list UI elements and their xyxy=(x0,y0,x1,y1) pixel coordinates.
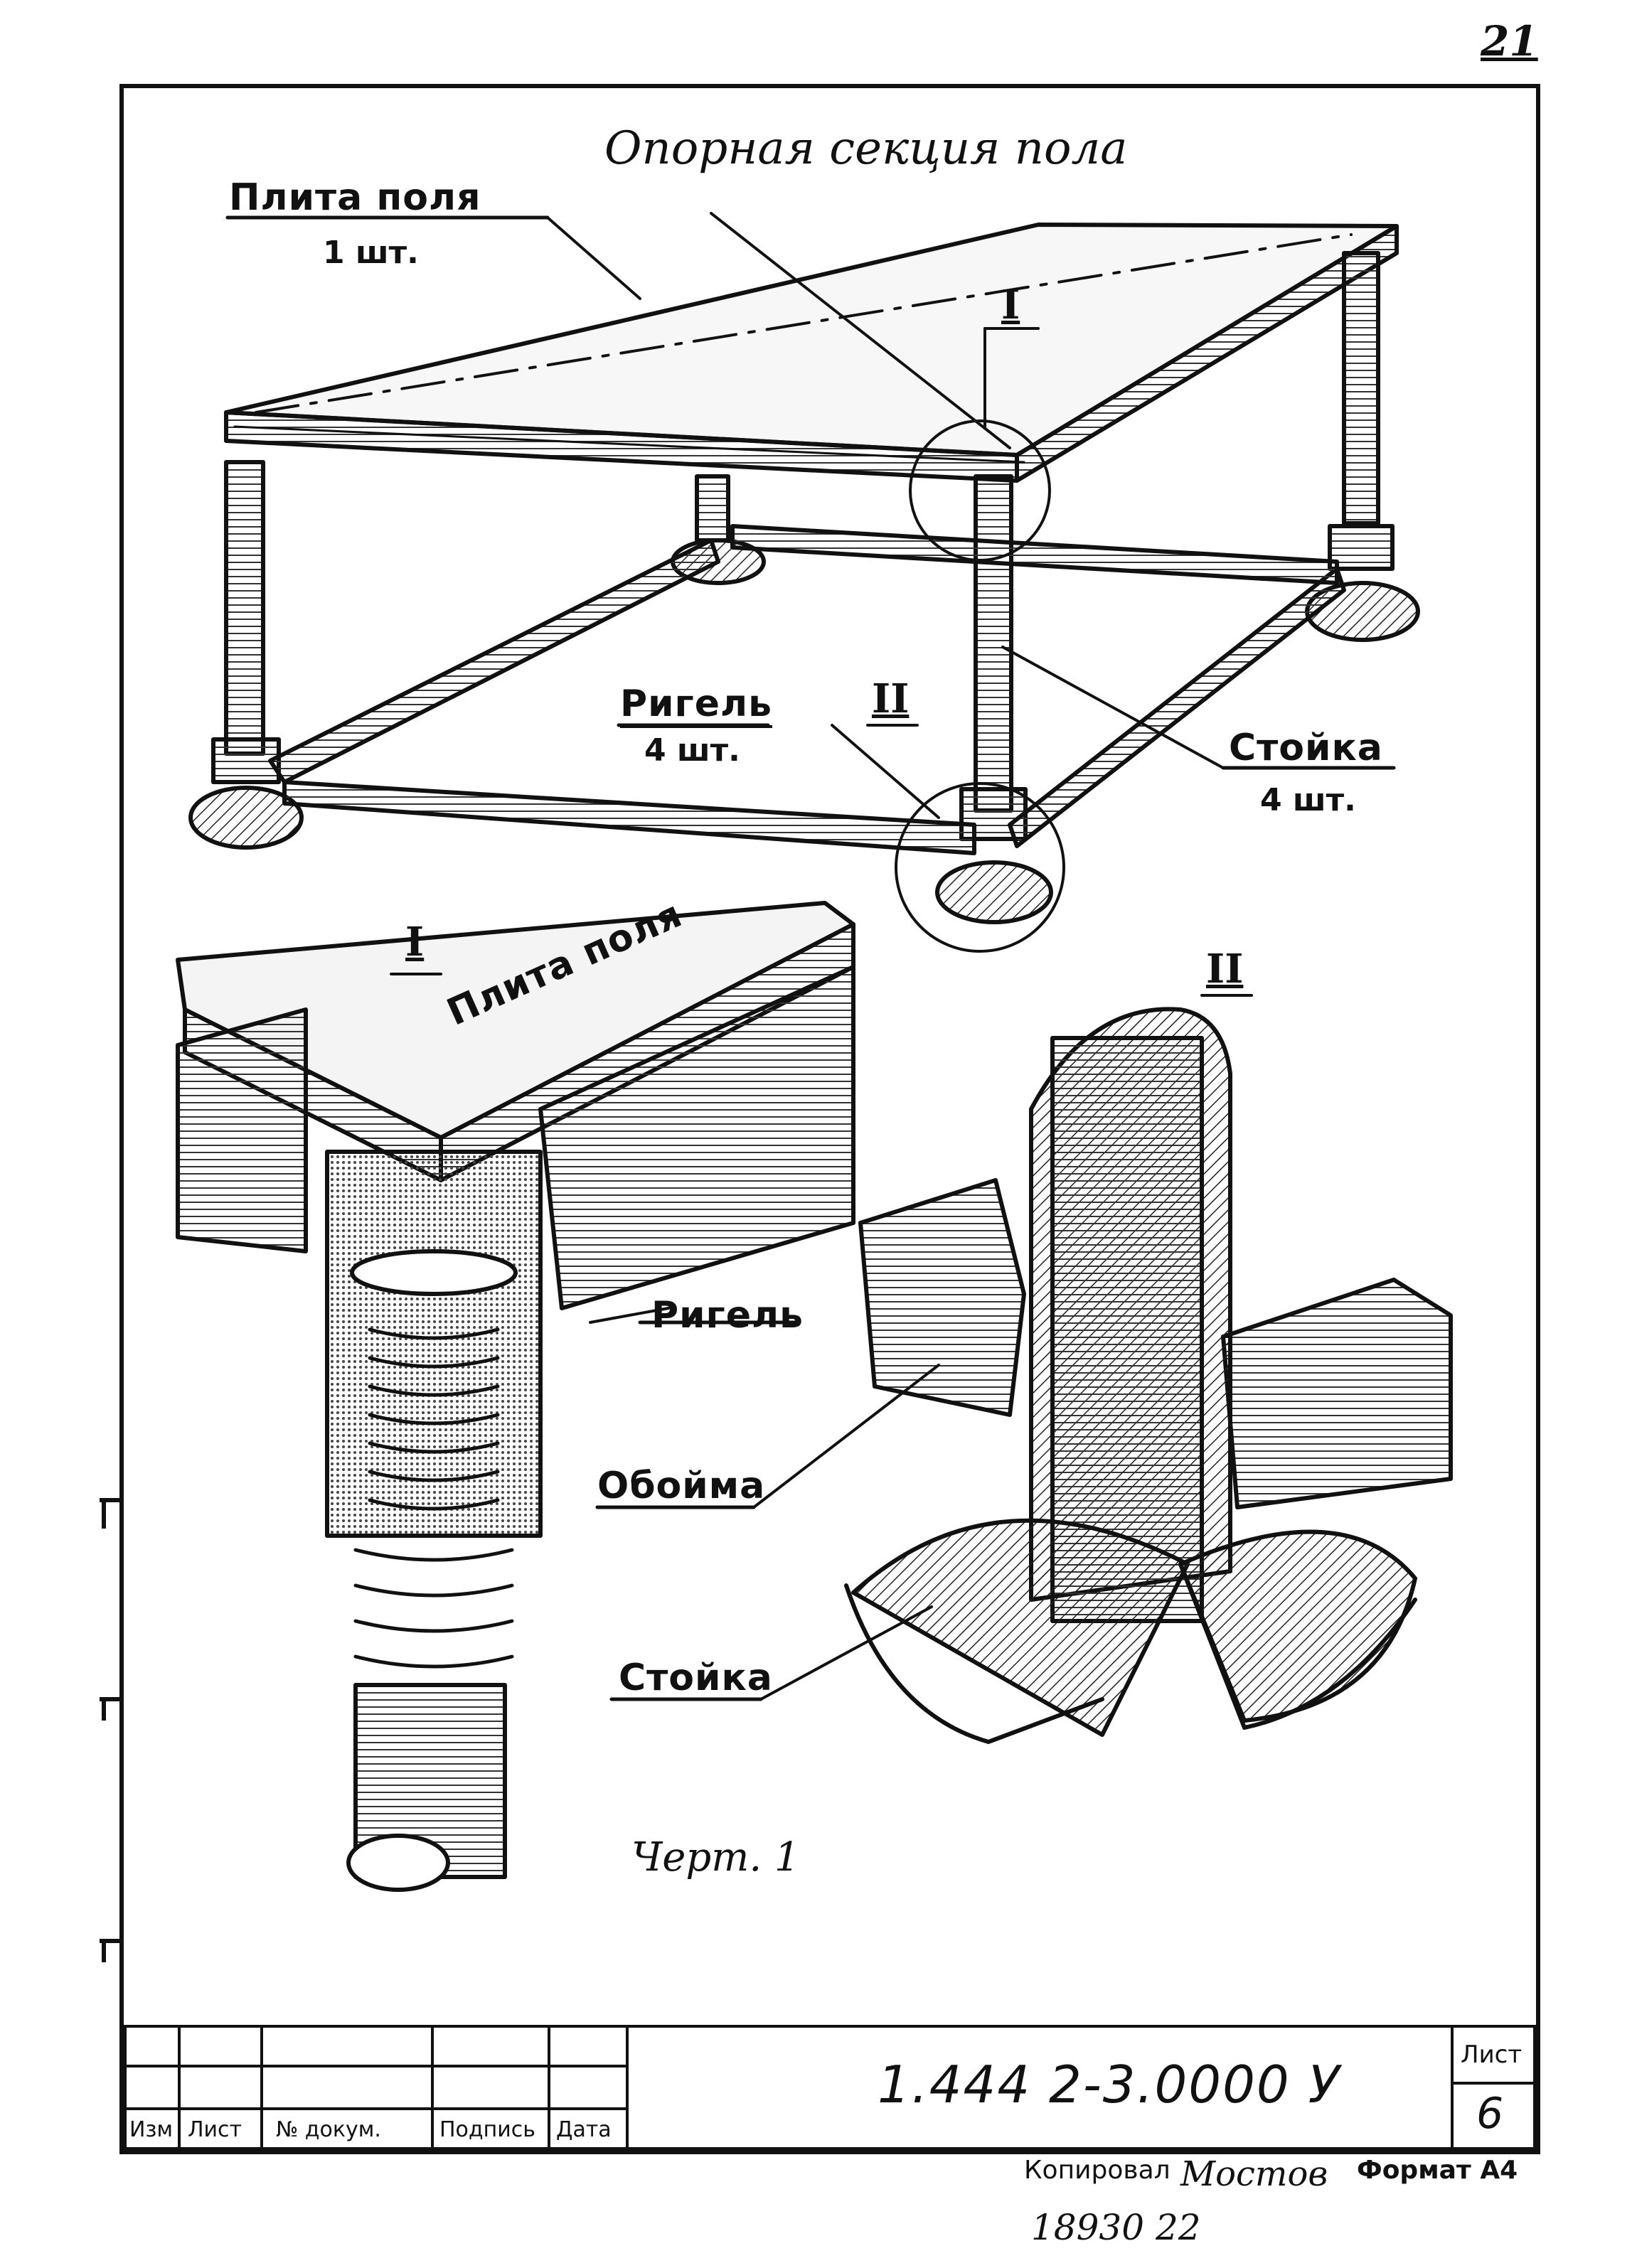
corner-page-number: 21 xyxy=(1481,17,1538,65)
header-izm: Изм xyxy=(129,2117,174,2142)
format-label: Формат А4 xyxy=(1357,2156,1518,2185)
header-signature: Подпись xyxy=(439,2117,535,2142)
detail-I-title: I xyxy=(405,919,425,965)
sheet-frame xyxy=(119,84,1540,2154)
sheet-label: Лист xyxy=(1461,2040,1523,2069)
marker-detail-I: I xyxy=(1001,282,1020,328)
detail-II-circle xyxy=(895,782,1065,953)
drawing-title: Опорная секция пола xyxy=(604,122,1128,175)
header-doc-number: № докум. xyxy=(276,2117,381,2142)
copied-label: Копировал xyxy=(1024,2156,1171,2185)
label-stoyka-detail: Стойка xyxy=(619,1657,773,1699)
copied-signature: Мостов xyxy=(1180,2154,1328,2194)
label-rigel-detail: Ригель xyxy=(651,1294,804,1337)
detail-I-drawing xyxy=(176,901,855,1892)
marker-detail-II: II xyxy=(872,675,910,722)
detail-II-title: II xyxy=(1206,946,1244,993)
label-stoyka: Стойка xyxy=(1229,727,1383,769)
sheet-number: 6 xyxy=(1476,2089,1505,2139)
figure-note: Черт. 1 xyxy=(631,1834,800,1881)
margin-ticks xyxy=(100,1498,121,1962)
title-block: Изм Лист № докум. Подпись Дата 1.444 2-3… xyxy=(124,2025,1536,2150)
label-floor-plate-qty: 1 шт. xyxy=(323,235,419,271)
label-rigel: Ригель xyxy=(620,683,772,728)
label-floor-plate: Плита поля xyxy=(229,176,481,219)
label-rigel-qty: 4 шт. xyxy=(644,732,740,769)
rigel-frame xyxy=(268,524,1346,855)
header-date: Дата xyxy=(556,2117,612,2142)
floor-plate xyxy=(224,223,1399,483)
detail-II-drawing xyxy=(844,1007,1453,1744)
label-oboyma-detail: Обойма xyxy=(597,1465,766,1507)
detail-I-circle xyxy=(909,419,1051,562)
label-stoyka-qty: 4 шт. xyxy=(1260,782,1356,818)
document-number: 1.444 2-3.0000 У xyxy=(878,2055,1341,2114)
order-number: 18930 22 xyxy=(1031,2207,1201,2248)
leg-front-left xyxy=(188,460,304,850)
header-list: Лист xyxy=(188,2117,242,2142)
